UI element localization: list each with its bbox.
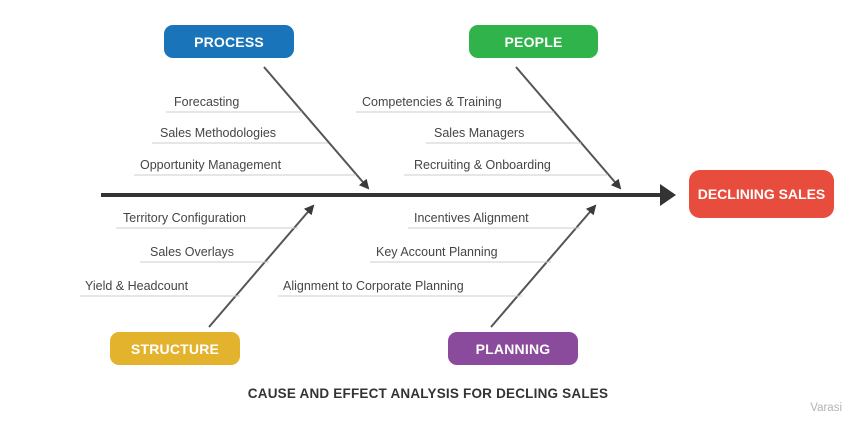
category-people-box: PEOPLE [469,25,598,58]
structure-cause-yield-headcount: Yield & Headcount [85,279,189,293]
category-planning-box: PLANNING [448,332,578,365]
people-cause-competencies-training: Competencies & Training [362,95,502,109]
planning-cause-key-account-planning: Key Account Planning [376,245,498,259]
process-cause-forecasting: Forecasting [174,95,240,109]
diagram-caption: CAUSE AND EFFECT ANALYSIS FOR DECLING SA… [247,386,609,401]
people-cause-sales-managers: Sales Managers [434,126,525,140]
brand-watermark: Varasi [810,402,842,414]
people-bone [515,66,622,190]
category-structure-box: STRUCTURE [110,332,240,365]
structure-bone [208,204,315,328]
people-cause-recruiting-onboarding: Recruiting & Onboarding [414,158,551,172]
process-cause-sales-methodologies: Sales Methodologies [160,126,277,140]
category-process-box: PROCESS [164,25,294,58]
spine-arrowhead [660,184,676,206]
planning-cause-corporate-planning: Alignment to Corporate Planning [283,279,464,293]
process-bone [263,66,370,190]
planning-cause-incentives-alignment: Incentives Alignment [414,211,529,225]
structure-cause-territory-configuration: Territory Configuration [123,211,246,225]
effect-box: DECLINING SALES [689,170,834,218]
planning-bone [490,204,597,328]
structure-cause-sales-overlays: Sales Overlays [150,245,235,259]
process-cause-opportunity-management: Opportunity Management [140,158,282,172]
